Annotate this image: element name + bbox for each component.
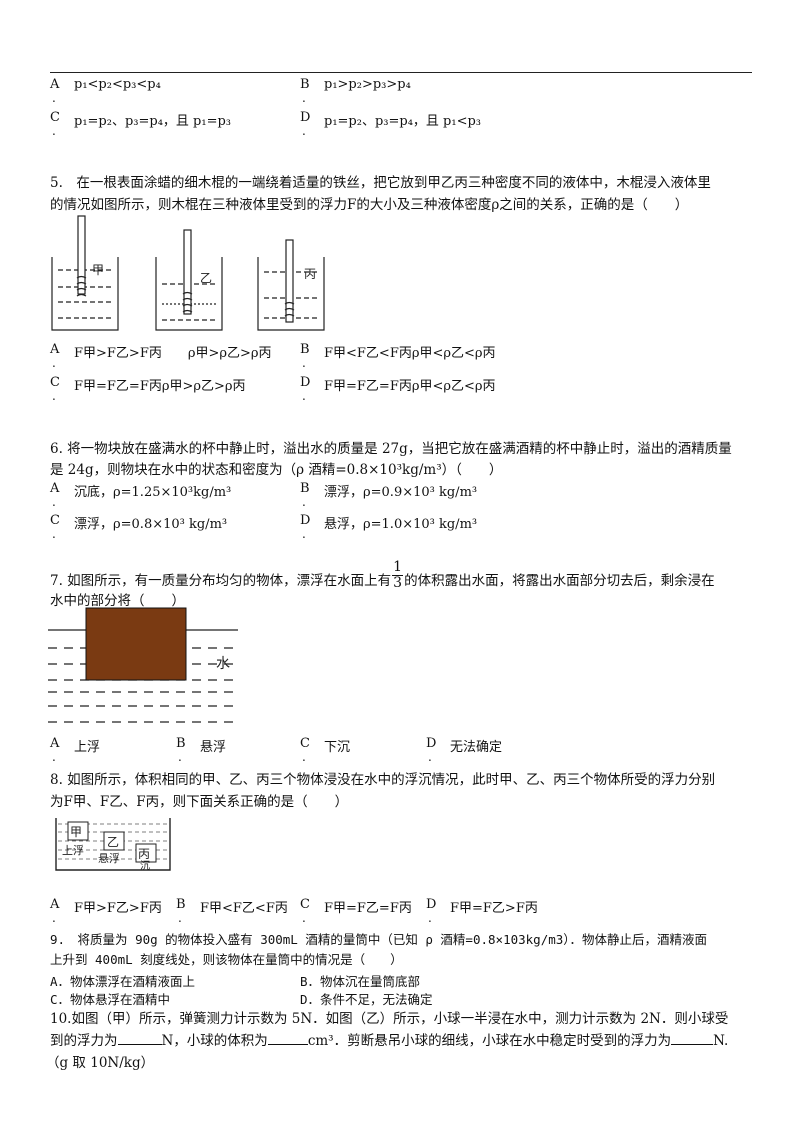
fig-label-jia: 甲 (70, 825, 82, 839)
floating-block (85, 607, 187, 681)
beaker-bing (257, 239, 325, 331)
q9-option-c[interactable]: C．物体悬浮在酒精中 (50, 992, 171, 1007)
q8-stem-line2: 为F甲、F乙、F丙，则下面关系正确的是（ ） (50, 794, 349, 810)
q6-option-d[interactable]: D. 悬浮，ρ=1.0×10³ kg/m³ (300, 513, 478, 541)
q8-stem-line1: 8. 如图所示，体积相同的甲、乙、丙三个物体浸没在水中的浮沉情况，此时甲、乙、丙… (50, 772, 716, 788)
fig-label-xuanfu: 悬浮 (98, 852, 120, 865)
q4-option-d[interactable]: D. p₁=p₂、p₃=p₄，且 p₁<p₃ (300, 110, 482, 138)
q9-stem-line2: 上升到 400mL 刻度线处，则该物体在量筒中的情况是（ ） (50, 952, 403, 967)
object-jia (67, 821, 89, 841)
q5-stem-line2: 的情况如图所示，则木棍在三种液体里受到的浮力F的大小及三种液体密度ρ之间的关系，… (50, 197, 689, 213)
q7-option-a[interactable]: A. 上浮 (50, 736, 101, 764)
q8-figure-three-objects: 甲 上浮 乙 悬浮 丙 沉 (55, 818, 171, 872)
q5-option-d[interactable]: D. F甲=F乙=F丙ρ甲<ρ乙<ρ丙 (300, 375, 496, 403)
q7-option-b[interactable]: B. 悬浮 (176, 736, 227, 764)
blank-buoyancy[interactable] (117, 1031, 162, 1045)
label-yi: 乙 (200, 271, 212, 285)
fig-label-yi: 乙 (107, 835, 119, 849)
q7-option-c[interactable]: C. 下沉 (300, 736, 351, 764)
label-jia: 甲 (92, 263, 104, 277)
q4-option-a[interactable]: A. p₁<p₂<p₃<p₄ (50, 77, 161, 105)
q10-stem-line1: 10.如图（甲）所示，弹簧测力计示数为 5N．如图（乙）所示，小球一半浸在水中，… (50, 1011, 729, 1027)
q9-stem-line1: 9. 将质量为 90g 的物体投入盛有 300mL 酒精的量筒中（已知 ρ 酒精… (50, 932, 708, 947)
q5-option-c[interactable]: C. F甲=F乙=F丙ρ甲>ρ乙>ρ丙 (50, 375, 246, 403)
q6-option-b[interactable]: B. 漂浮，ρ=0.9×10³ kg/m³ (300, 481, 478, 509)
q5-figure-beakers: 甲 乙 丙 (51, 215, 325, 331)
q8-option-b[interactable]: B. F甲<F乙<F丙 (176, 897, 288, 925)
q10-stem-line3: （g 取 10N/kg） (46, 1055, 155, 1071)
q5-option-b[interactable]: B. F甲<F乙<F丙ρ甲<ρ乙<ρ丙 (300, 342, 496, 370)
label-bing: 丙 (304, 267, 316, 281)
blank-volume[interactable] (267, 1031, 308, 1045)
beaker-jia (51, 215, 119, 331)
blank-final-buoyancy[interactable] (671, 1031, 714, 1045)
q9-option-d[interactable]: D．条件不足，无法确定 (300, 992, 433, 1007)
object-yi (103, 831, 125, 851)
q6-stem-line2: 是 24g，则物块在水中的状态和密度为（ρ 酒精=0.8×10³kg/m³）（ … (50, 462, 503, 478)
q5-option-a[interactable]: A. F甲>F乙>F丙 ρ甲>ρ乙>ρ丙 (50, 342, 272, 370)
q9-option-a[interactable]: A．物体漂浮在酒精液面上 (50, 974, 196, 989)
q8-option-d[interactable]: D. F甲=F乙>F丙 (426, 897, 538, 925)
beaker-yi (155, 229, 223, 331)
q6-option-a[interactable]: A. 沉底，ρ=1.25×10³kg/m³ (50, 481, 232, 509)
fig-label-chen: 沉 (140, 859, 150, 872)
q7-figure-floating-block: 水 (48, 607, 238, 723)
q7-stem-line2: 水中的部分将（ ） (50, 593, 185, 609)
q4-option-b[interactable]: B. p₁>p₂>p₃>p₄ (300, 77, 411, 105)
q9-option-b[interactable]: B．物体沉在量筒底部 (300, 974, 421, 989)
top-rule (50, 72, 752, 73)
q7-option-d[interactable]: D. 无法确定 (426, 736, 503, 764)
q5-stem-line1: 5. 在一根表面涂蜡的细木棍的一端绕着适量的铁丝，把它放到甲乙丙三种密度不同的液… (50, 175, 711, 191)
object-bing (135, 843, 157, 863)
q6-stem-line1: 6. 将一物块放在盛满水的杯中静止时，溢出水的质量是 27g，当把它放在盛满酒精… (50, 441, 732, 457)
fig-label-bing: 丙 (138, 847, 150, 861)
q6-option-c[interactable]: C. 漂浮，ρ=0.8×10³ kg/m³ (50, 513, 228, 541)
fig-label-shangfu: 上浮 (62, 844, 84, 857)
q8-option-a[interactable]: A. F甲>F乙>F丙 (50, 897, 162, 925)
q4-option-c[interactable]: C. p₁=p₂、p₃=p₄，且 p₁=p₃ (50, 110, 232, 138)
water-label: 水 (216, 656, 230, 672)
q8-option-c[interactable]: C. F甲=F乙=F丙 (300, 897, 412, 925)
